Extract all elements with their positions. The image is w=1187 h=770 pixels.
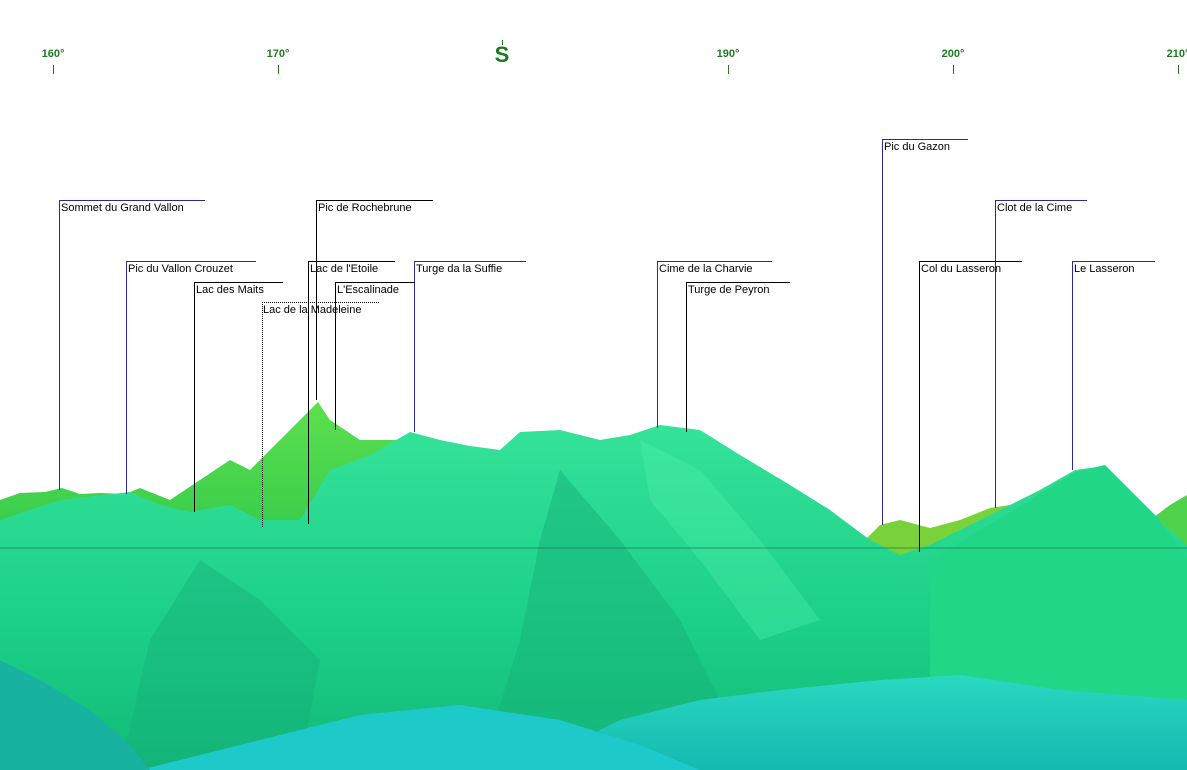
peak-label-pic-de-rochebrune[interactable]: Pic de Rochebrune xyxy=(318,202,412,214)
foreground-hill-left xyxy=(0,660,150,770)
peak-label-pic-du-vallon-crouzet[interactable]: Pic du Vallon Crouzet xyxy=(128,263,233,275)
compass-label-200: 200° xyxy=(941,48,965,60)
compass-tick-190 xyxy=(728,65,729,74)
peak-label-lescalinade[interactable]: L'Escalinade xyxy=(337,284,400,296)
foreground-hill-center xyxy=(140,705,700,770)
peak-label-lac-de-la-madeleine[interactable]: Lac de la Madeleine xyxy=(263,304,362,316)
peak-label-lac-de-letoile[interactable]: Lac de l'Etoile xyxy=(310,263,379,275)
peak-label-lac-des-maits[interactable]: Lac des Maits xyxy=(196,284,264,296)
foreground-hill-right xyxy=(520,675,1187,770)
compass-tick-210 xyxy=(1178,65,1179,74)
label-rules xyxy=(59,139,1155,303)
ridge-shadow-2 xyxy=(120,560,320,770)
peak-label-turge-da-la-suffie[interactable]: Turge da la Suffie xyxy=(416,263,503,275)
peak-label-col-du-lasseron[interactable]: Col du Lasseron xyxy=(921,263,1002,275)
ridge-highlight xyxy=(640,440,820,640)
compass-tick-160 xyxy=(53,65,54,74)
compass-label-190: 190° xyxy=(716,48,740,60)
compass-tick-south xyxy=(502,40,503,45)
ridge-shadow xyxy=(480,470,720,770)
compass-label-210: 210° xyxy=(1166,48,1187,60)
peak-label-sommet-du-grand-vallon[interactable]: Sommet du Grand Vallon xyxy=(61,202,184,214)
peak-label-cime-de-la-charvie[interactable]: Cime de la Charvie xyxy=(659,263,753,275)
peak-label-pic-du-gazon[interactable]: Pic du Gazon xyxy=(884,141,951,153)
lasseron-peak xyxy=(930,465,1187,700)
peak-label-clot-de-la-cime[interactable]: Clot de la Cime xyxy=(997,202,1073,214)
compass-tick-200 xyxy=(953,65,954,74)
peak-label-le-lasseron[interactable]: Le Lasseron xyxy=(1074,263,1135,275)
compass-label-160: 160° xyxy=(41,48,65,60)
leader-lines xyxy=(59,139,1073,552)
compass-tick-170 xyxy=(278,65,279,74)
compass-label-south: S xyxy=(494,42,510,67)
peak-label-turge-de-peyron[interactable]: Turge de Peyron xyxy=(688,284,770,296)
compass-label-170: 170° xyxy=(266,48,290,60)
